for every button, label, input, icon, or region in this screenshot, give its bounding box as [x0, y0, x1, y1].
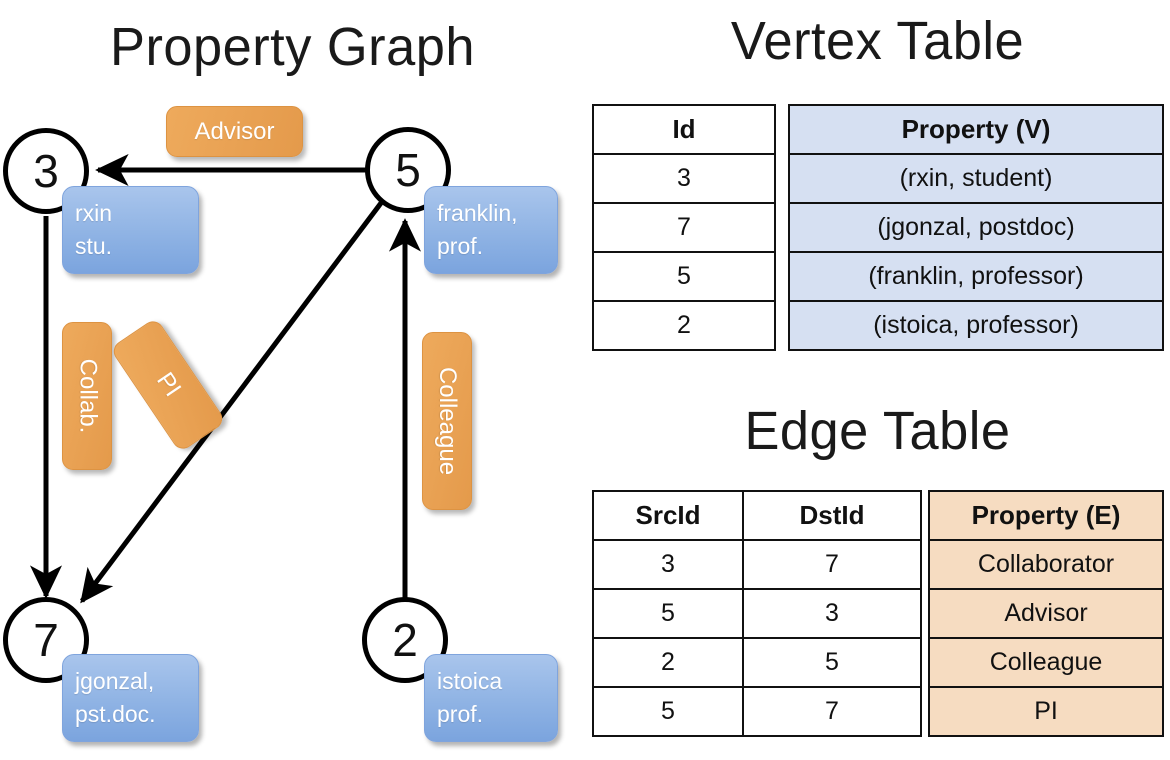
edge-row-2-property: Colleague — [928, 637, 1164, 688]
vertex-row-2-property: (franklin, professor) — [788, 251, 1164, 302]
edge-label-pi-text: PI — [150, 367, 186, 402]
table-column-gap — [775, 105, 789, 154]
node-property-7-line-2: pst.doc. — [75, 701, 156, 728]
table-row: 7 (jgonzal, postdoc) — [592, 202, 1164, 253]
node-property-3-line-1: rxin — [75, 200, 113, 226]
edge-label-colleague-text: Colleague — [434, 366, 461, 476]
node-property-3-line-2: stu. — [75, 233, 113, 260]
edge-row-3-src: 5 — [592, 686, 744, 737]
node-property-box-3[interactable]: rxin stu. — [62, 186, 199, 274]
table-row: 5 7 PI — [592, 686, 1164, 737]
edge-label-advisor[interactable]: Advisor — [166, 106, 303, 157]
node-property-2-line-1: istoica — [437, 668, 503, 694]
edge-label-advisor-text: Advisor — [194, 117, 275, 145]
edge-5-to-7 — [80, 201, 383, 604]
table-column-gap — [921, 491, 929, 540]
table-row: 5 3 Advisor — [592, 588, 1164, 639]
node-property-box-5[interactable]: franklin, prof. — [424, 186, 558, 274]
page-title-property-graph: Property Graph — [110, 17, 475, 77]
edge-table-header-srcid: SrcId — [592, 490, 744, 541]
edge-row-0-property: Collaborator — [928, 539, 1164, 590]
table-row: 2 (istoica, professor) — [592, 300, 1164, 351]
vertex-table-header-property: Property (V) — [788, 104, 1164, 155]
node-property-box-7[interactable]: jgonzal, pst.doc. — [62, 654, 199, 742]
page-title-edge-table: Edge Table — [744, 401, 1011, 461]
node-property-5-line-2: prof. — [437, 233, 484, 260]
table-row: 3 7 Collaborator — [592, 539, 1164, 590]
edge-table-header-dstid: DstId — [742, 490, 922, 541]
vertex-table-header-row: Id Property (V) — [592, 104, 1164, 155]
vertex-row-1-property: (jgonzal, postdoc) — [788, 202, 1164, 253]
graph-node-2-label: 2 — [392, 614, 418, 666]
vertex-row-3-id: 2 — [592, 300, 776, 351]
edge-label-colleague[interactable]: Colleague — [422, 332, 472, 510]
table-row: 3 (rxin, student) — [592, 153, 1164, 204]
edge-row-0-src: 3 — [592, 539, 744, 590]
edge-table-header-row: SrcId DstId Property (E) — [592, 490, 1164, 541]
edge-label-collab-text: Collab. — [74, 358, 101, 434]
table-column-gap — [921, 589, 929, 638]
edge-row-3-dst: 7 — [742, 686, 922, 737]
edge-row-1-property: Advisor — [928, 588, 1164, 639]
table-column-gap — [775, 252, 789, 301]
edge-row-0-dst: 7 — [742, 539, 922, 590]
edge-row-2-src: 2 — [592, 637, 744, 688]
edge-row-3-property: PI — [928, 686, 1164, 737]
table-column-gap — [921, 638, 929, 687]
node-property-7-line-1: jgonzal, — [75, 668, 155, 694]
table-column-gap — [921, 540, 929, 589]
graph-edges-svg — [29, 153, 422, 604]
vertex-table: Id Property (V) 3 (rxin, student) 7 (jgo… — [592, 104, 1164, 351]
node-property-5-line-1: franklin, — [437, 200, 518, 226]
vertex-row-0-id: 3 — [592, 153, 776, 204]
vertex-row-2-id: 5 — [592, 251, 776, 302]
graph-node-5-label: 5 — [395, 144, 421, 196]
graph-node-7-label: 7 — [33, 614, 59, 666]
node-property-box-2[interactable]: istoica prof. — [424, 654, 558, 742]
graph-node-5[interactable]: 5 — [365, 127, 451, 213]
vertex-row-3-property: (istoica, professor) — [788, 300, 1164, 351]
vertex-row-1-id: 7 — [592, 202, 776, 253]
vertex-row-0-property: (rxin, student) — [788, 153, 1164, 204]
table-column-gap — [775, 301, 789, 350]
table-row: 2 5 Colleague — [592, 637, 1164, 688]
graph-node-2[interactable]: 2 — [362, 597, 448, 683]
table-column-gap — [921, 687, 929, 736]
edge-row-1-src: 5 — [592, 588, 744, 639]
edge-table: SrcId DstId Property (E) 3 7 Collaborato… — [592, 490, 1164, 737]
vertex-table-header-id: Id — [592, 104, 776, 155]
table-column-gap — [775, 203, 789, 252]
page-title-vertex-table: Vertex Table — [730, 11, 1025, 71]
table-column-gap — [775, 154, 789, 203]
edge-table-header-property: Property (E) — [928, 490, 1164, 541]
node-property-2-line-2: prof. — [437, 701, 484, 728]
edge-label-collab[interactable]: Collab. — [62, 322, 112, 470]
edge-row-2-dst: 5 — [742, 637, 922, 688]
edge-row-1-dst: 3 — [742, 588, 922, 639]
property-graph-diagram: 3 5 7 2 rxin stu. franklin, prof. jgonza… — [3, 106, 558, 742]
table-row: 5 (franklin, professor) — [592, 251, 1164, 302]
graph-node-3-label: 3 — [33, 145, 59, 197]
